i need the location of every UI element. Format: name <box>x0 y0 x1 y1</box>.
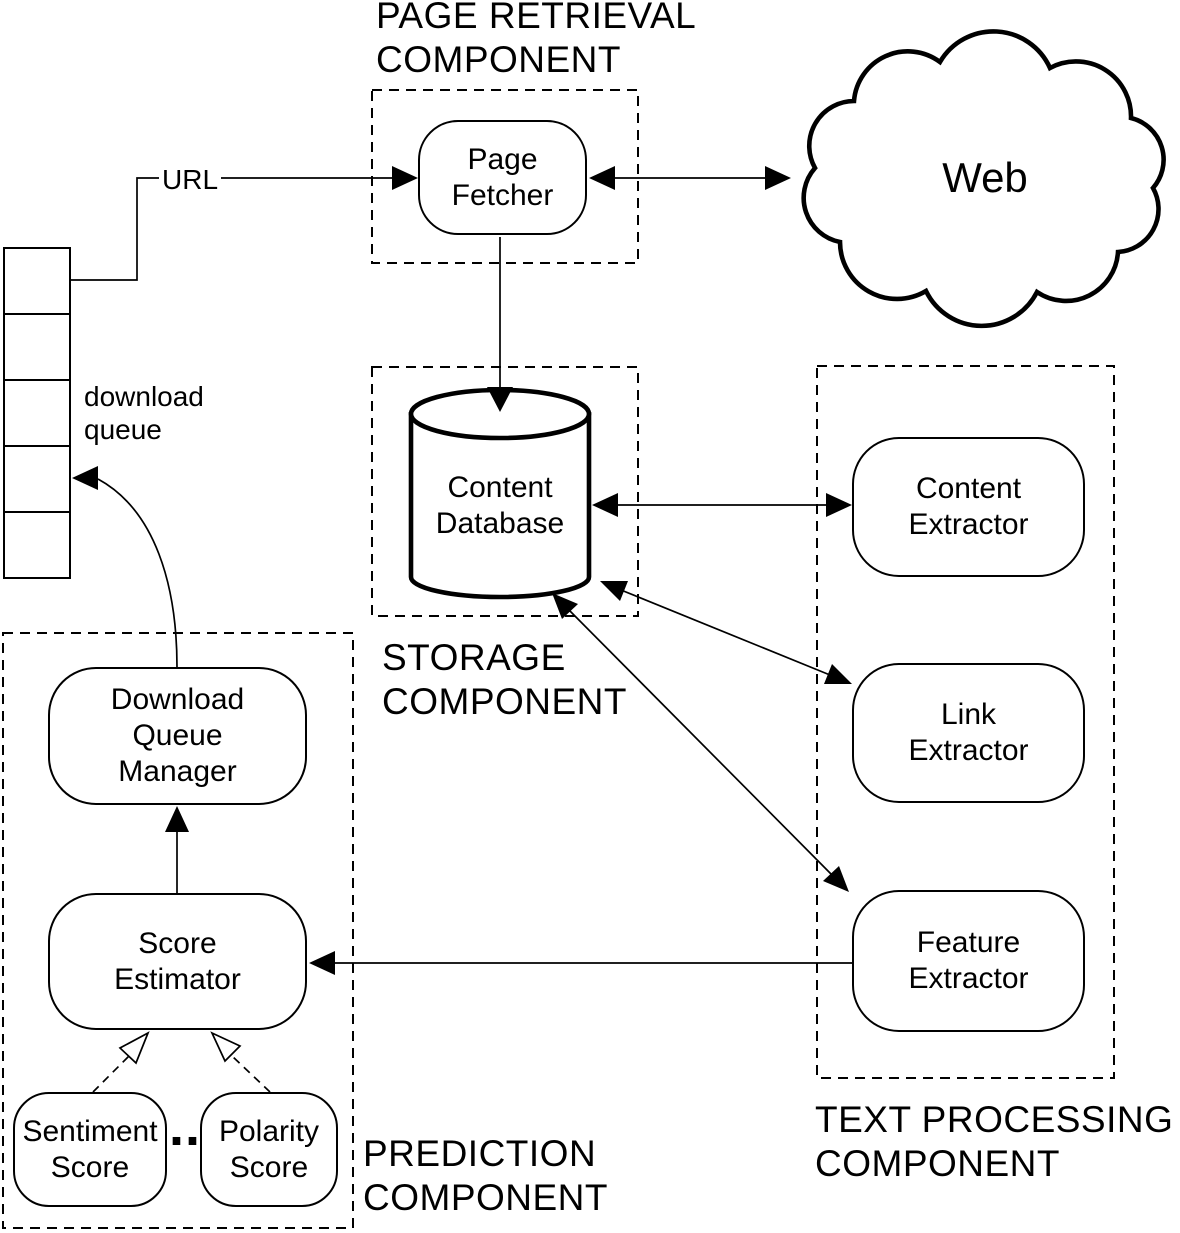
label-download-queue: download queue <box>84 381 204 445</box>
arrow-feature-extractor-to-score-estimator <box>309 951 852 975</box>
text-processing-component-box <box>816 365 1115 1079</box>
download-queue-stack <box>3 247 71 579</box>
arrow-database-link-extractor <box>600 581 852 684</box>
ellipsis-between-scores: .. <box>169 1097 202 1157</box>
node-link-extractor: Link Extractor <box>852 663 1085 803</box>
arrow-database-content-extractor <box>592 493 852 517</box>
node-content-extractor: Content Extractor <box>852 437 1085 577</box>
label-url: URL <box>159 163 222 196</box>
page-retrieval-component-box <box>371 89 639 264</box>
web-cloud-shape <box>801 29 1166 329</box>
arrow-queue-manager-to-download-queue <box>72 466 178 668</box>
arrow-database-feature-extractor <box>552 593 849 892</box>
queue-cell <box>3 313 71 381</box>
queue-cell <box>3 379 71 447</box>
queue-cell <box>3 247 71 315</box>
arrow-score-estimator-to-queue-manager <box>165 806 189 893</box>
arrow-page-fetcher-web <box>589 166 791 190</box>
generalization-sentiment-to-score-estimator <box>92 1031 150 1093</box>
label-storage-component: STORAGE COMPONENT <box>382 637 627 722</box>
queue-cell <box>3 511 71 579</box>
node-polarity-score: Polarity Score <box>200 1092 338 1207</box>
label-content-database: Content Database <box>435 471 565 540</box>
label-prediction-component: PREDICTION COMPONENT <box>363 1133 608 1218</box>
queue-cell <box>3 445 71 513</box>
arrow-page-fetcher-to-database <box>487 237 513 412</box>
node-feature-extractor: Feature Extractor <box>852 890 1085 1032</box>
storage-component-box <box>371 366 639 617</box>
node-page-fetcher: Page Fetcher <box>418 120 587 235</box>
node-sentiment-score: Sentiment Score <box>13 1092 167 1207</box>
node-score-estimator: Score Estimator <box>48 893 307 1030</box>
node-download-queue-manager: Download Queue Manager <box>48 667 307 805</box>
generalization-polarity-to-score-estimator <box>210 1031 271 1093</box>
label-text-processing-component: TEXT PROCESSING COMPONENT <box>815 1099 1174 1184</box>
label-page-retrieval-component: PAGE RETRIEVAL COMPONENT <box>376 0 697 80</box>
label-web: Web <box>942 154 1028 201</box>
prediction-component-box <box>2 632 354 1229</box>
content-database-cylinder <box>408 387 592 600</box>
arrow-url-queue-to-page-fetcher <box>70 166 418 281</box>
